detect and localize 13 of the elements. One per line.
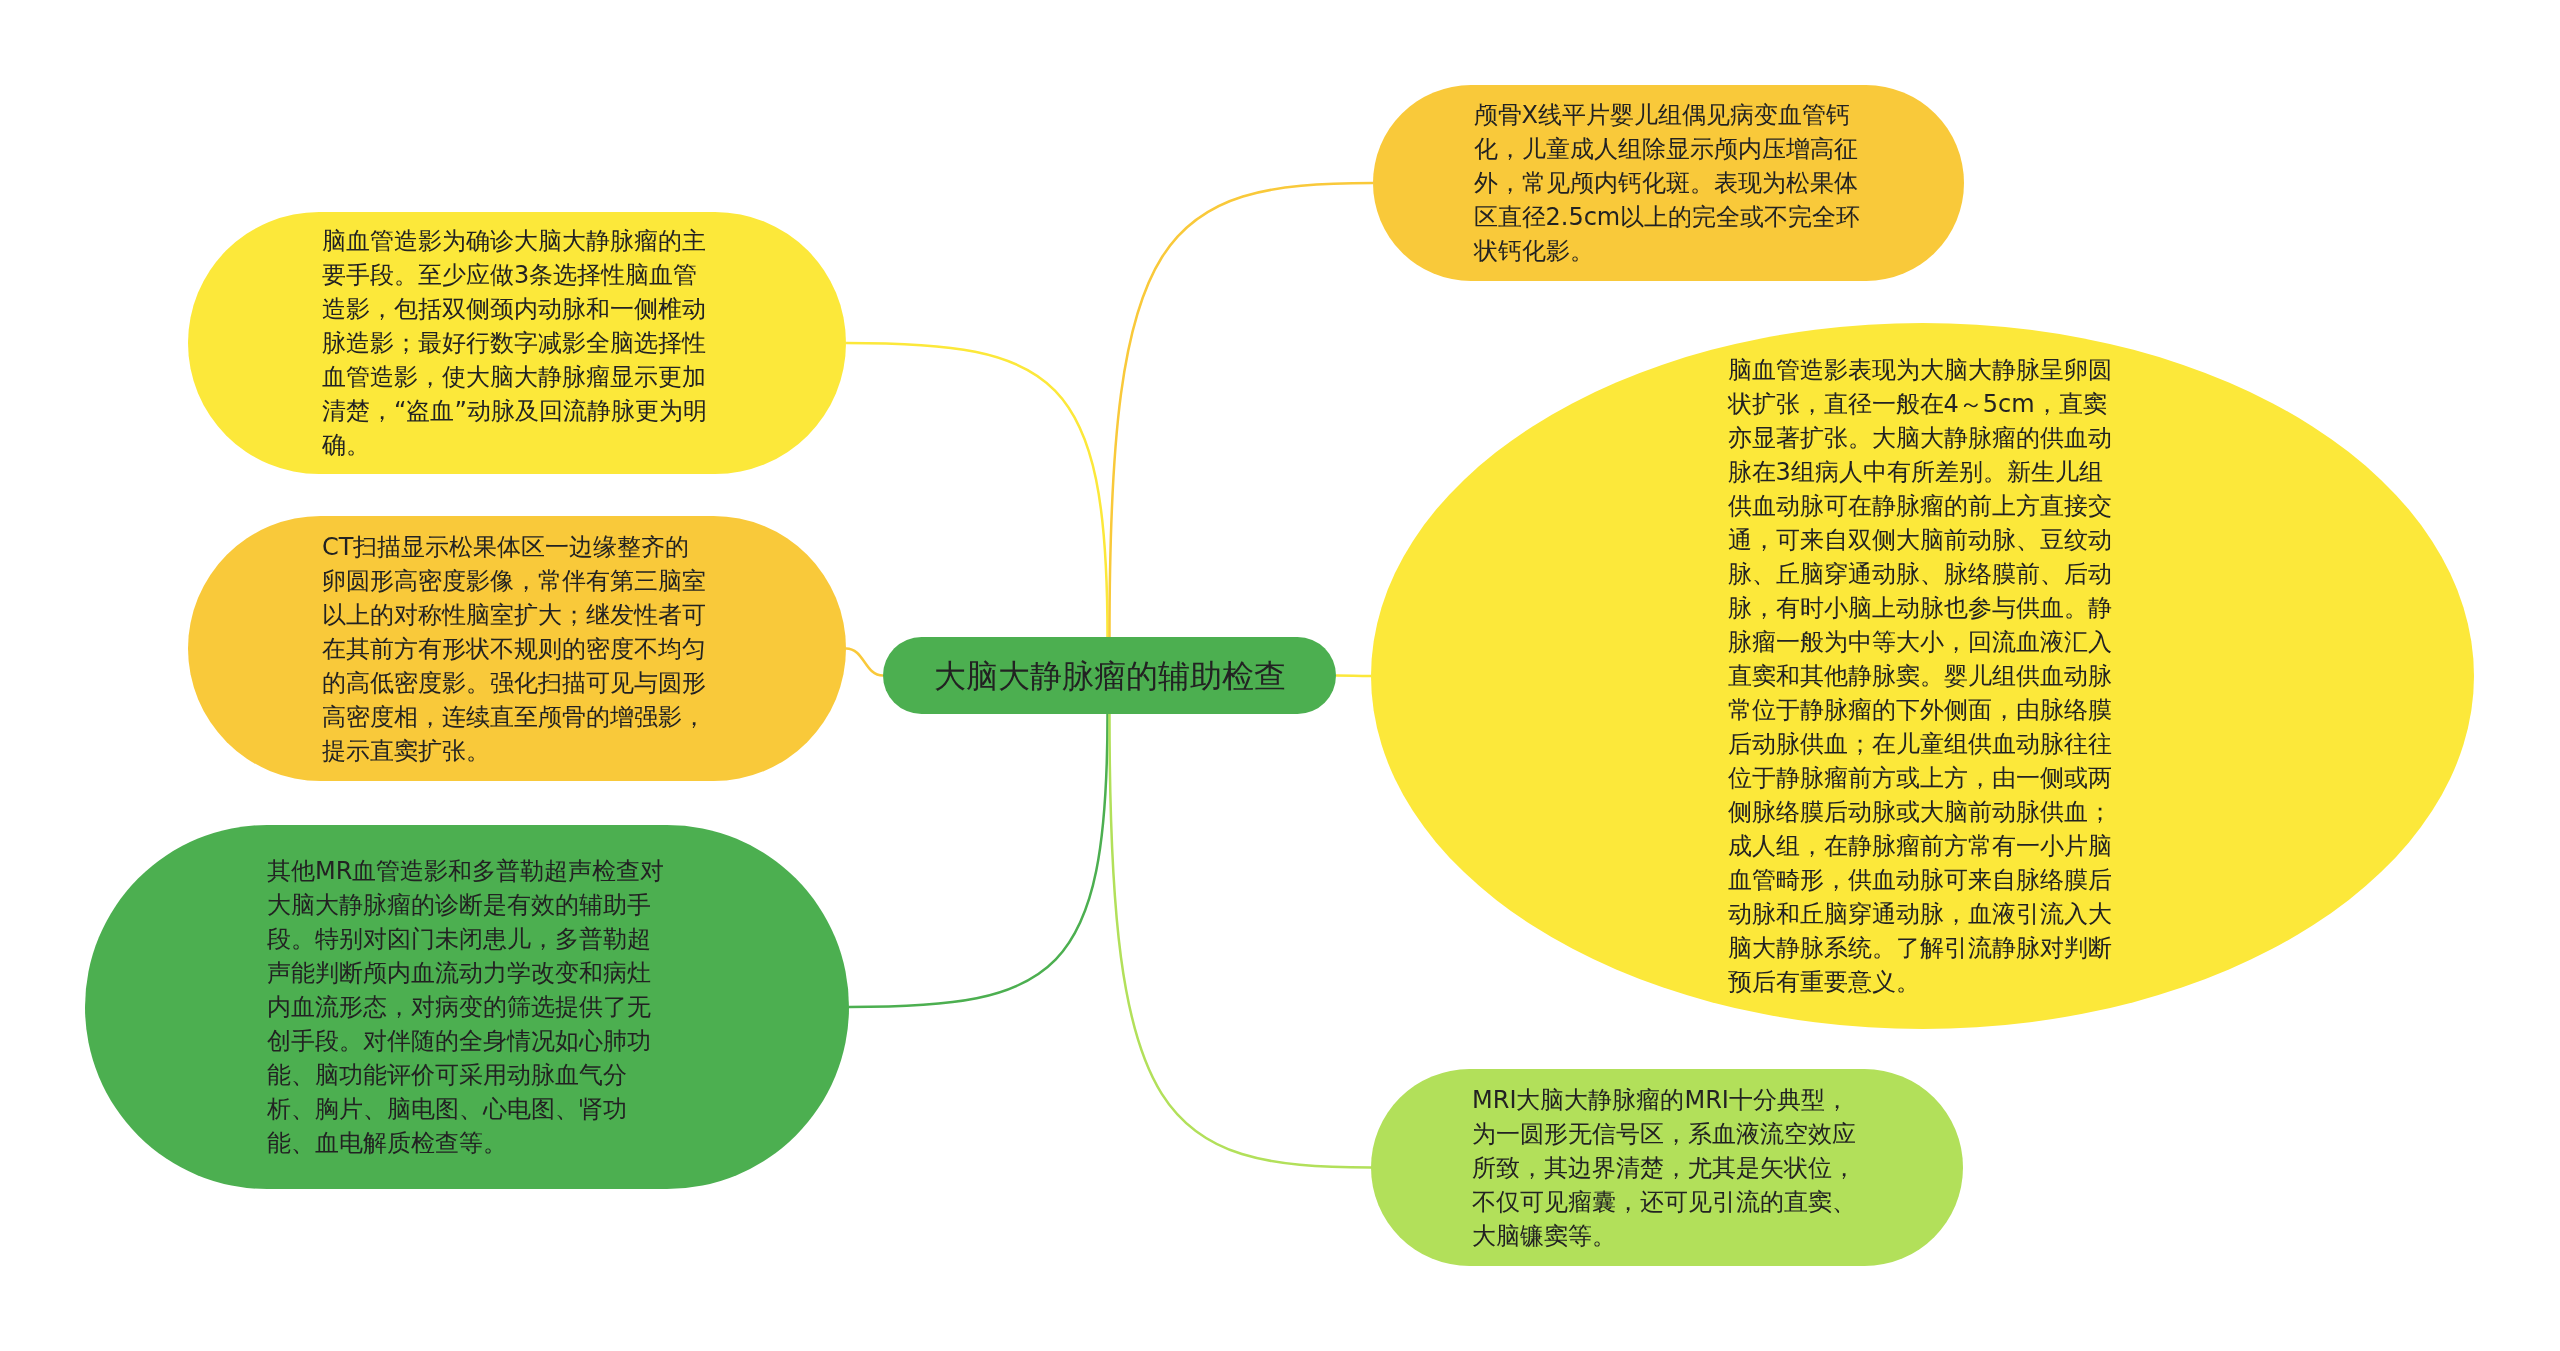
- connector-line: [1108, 181, 1374, 637]
- connector-line: [1336, 674, 1371, 678]
- connector-line: [1108, 714, 1372, 1169]
- branch-text: 颅骨X线平片婴儿组偶见病变血管钙化，儿童成人组除显示颅内压增高征外，常见颅内钙化斑。表现为松果体区直径2.5cm以上的完全或不完全环状钙化影。: [1473, 100, 1862, 267]
- branch-text: 脑血管造影表现为大脑大静脉呈卵圆状扩张，直径一般在4～5cm，直窦亦显著扩张。大脑大静脉瘤的供血动脉在3组病人中有所差别。新生儿组供血动脉可在静脉瘤的前上方直接交通，可来自双侧大脑前动脉、豆纹动脉、丘脑穿通动脉、脉络膜前、后动脉，有时小脑上动脉也参与供血。静脉瘤一般为中等大小，回流血液汇入直窦和其他静脉窦。婴儿组供血动脉常位于静脉瘤的下外侧面，由脉络膜后动脉供血；在儿童组供血动脉往往位于静脉瘤前方或上方，由一侧或两侧脉络膜后动脉或大脑前动脉供血；成人组，在静脉瘤前方常有一小片脑血管畸形，供血动脉可来自脉络膜后动脉和丘脑穿通动脉，血液引流入大脑大静脉系统。了解引流静脉对判断预后有重要意义。: [1727, 355, 2113, 998]
- branch-text: 其他MR血管造影和多普勒超声检查对大脑大静脉瘤的诊断是有效的辅助手段。特别对囟门未闭患儿，多普勒超声能判断颅内血流动力学改变和病灶内血流形态，对病变的筛选提供了无创手段。对伴随的全身情况如心肺功能、脑功能评价可采用动脉血气分析、胸片、脑电图、心电图、肾功能、血电解质检查等。: [267, 856, 666, 1159]
- connector-line: [845, 647, 884, 677]
- branch-text: CT扫描显示松果体区一边缘整齐的卵圆形高密度影像，常伴有第三脑室以上的对称性脑室扩大；继发性者可在其前方有形状不规则的密度不均匀的高低密度影。强化扫描可见与圆形高密度相，连续直至颅骨的增强影，提示直窦扩张。: [322, 531, 707, 767]
- connector-line: [849, 713, 1109, 1009]
- connector-line: [846, 341, 1109, 638]
- branch-text: 脑血管造影为确诊大脑大静脉瘤的主要手段。至少应做3条选择性脑血管造影，包括双侧颈内动脉和一侧椎动脉造影；最好行数字减影全脑选择性血管造影，使大脑大静脉瘤显示更加清楚，“盗血”动脉及回流静脉更为明确。: [322, 226, 708, 461]
- topic-title: 大脑大静脉瘤的辅助检查: [933, 658, 1286, 693]
- branch-text: MRI大脑大静脉瘤的MRI十分典型，为一圆形无信号区，系血液流空效应所致，其边界清楚，尤其是矢状位，不仅可见瘤囊，还可见引流的直窦、大脑镰窦等。: [1472, 1084, 1857, 1252]
